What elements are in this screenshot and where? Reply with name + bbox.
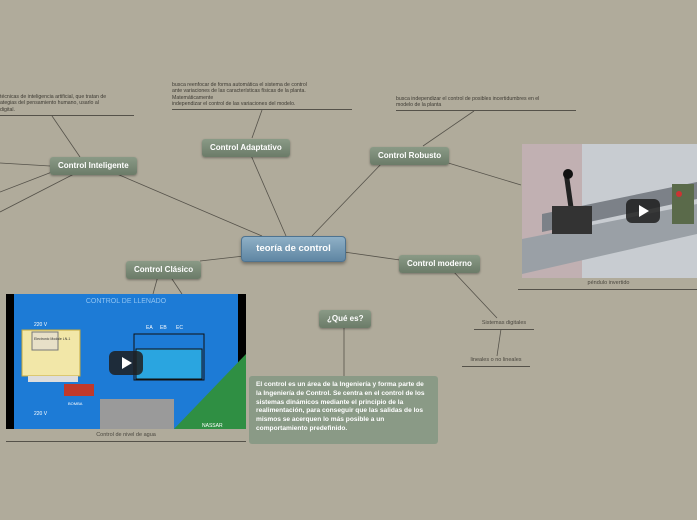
play-button-water[interactable] [109, 351, 143, 375]
child-lineales[interactable]: lineales o no lineales [470, 357, 522, 363]
note-robusto: busca independizar el control de posible… [396, 96, 576, 111]
node-control-inteligente[interactable]: Control Inteligente [50, 157, 137, 175]
caption-pendulum: péndulo invertido [587, 280, 630, 286]
water-video-label-2: BOMBA [68, 401, 83, 406]
water-video-title: CONTROL DE LLENADO [86, 298, 167, 305]
water-video-label-3: 220 V [34, 411, 48, 417]
node-control-clasico[interactable]: Control Clásico [126, 261, 202, 279]
play-button-pendulum[interactable] [626, 199, 660, 223]
note-adaptativo: busca reenfocar de forma automática el s… [172, 82, 352, 110]
water-video-label-4: EA [146, 325, 153, 331]
caption-water-line [6, 441, 246, 442]
water-video-label-7: NASSAR [202, 423, 223, 429]
central-topic[interactable]: teoría de control [241, 236, 346, 262]
water-video-label-6: EC [176, 325, 183, 331]
water-video-label-1: Electronic Module LN-1 [34, 337, 70, 341]
node-control-moderno[interactable]: Control moderno [399, 255, 480, 273]
pendulum-image [522, 144, 697, 278]
node-que-es[interactable]: ¿Qué es? [319, 310, 372, 328]
note-inteligente: técnicas de inteligencia artificial, que… [0, 94, 134, 116]
definition-text: El control es un área de la Ingeniería y… [249, 376, 438, 444]
node-control-adaptativo[interactable]: Control Adaptativo [202, 139, 290, 157]
caption-pendulum-line [518, 289, 697, 290]
child-sistemas-digitales-line [474, 329, 534, 330]
caption-water: Control de nivel de agua [96, 432, 156, 438]
video-water-level[interactable]: CONTROL DE LLENADO 220 V Electronic Modu… [6, 294, 246, 429]
video-pendulum[interactable] [522, 144, 697, 278]
child-sistemas-digitales[interactable]: Sistemas digitales [481, 320, 527, 326]
child-lineales-line [462, 366, 530, 367]
water-video-label-0: 220 V [34, 322, 48, 328]
water-video-label-5: EB [160, 325, 167, 331]
node-control-robusto[interactable]: Control Robusto [370, 147, 450, 165]
